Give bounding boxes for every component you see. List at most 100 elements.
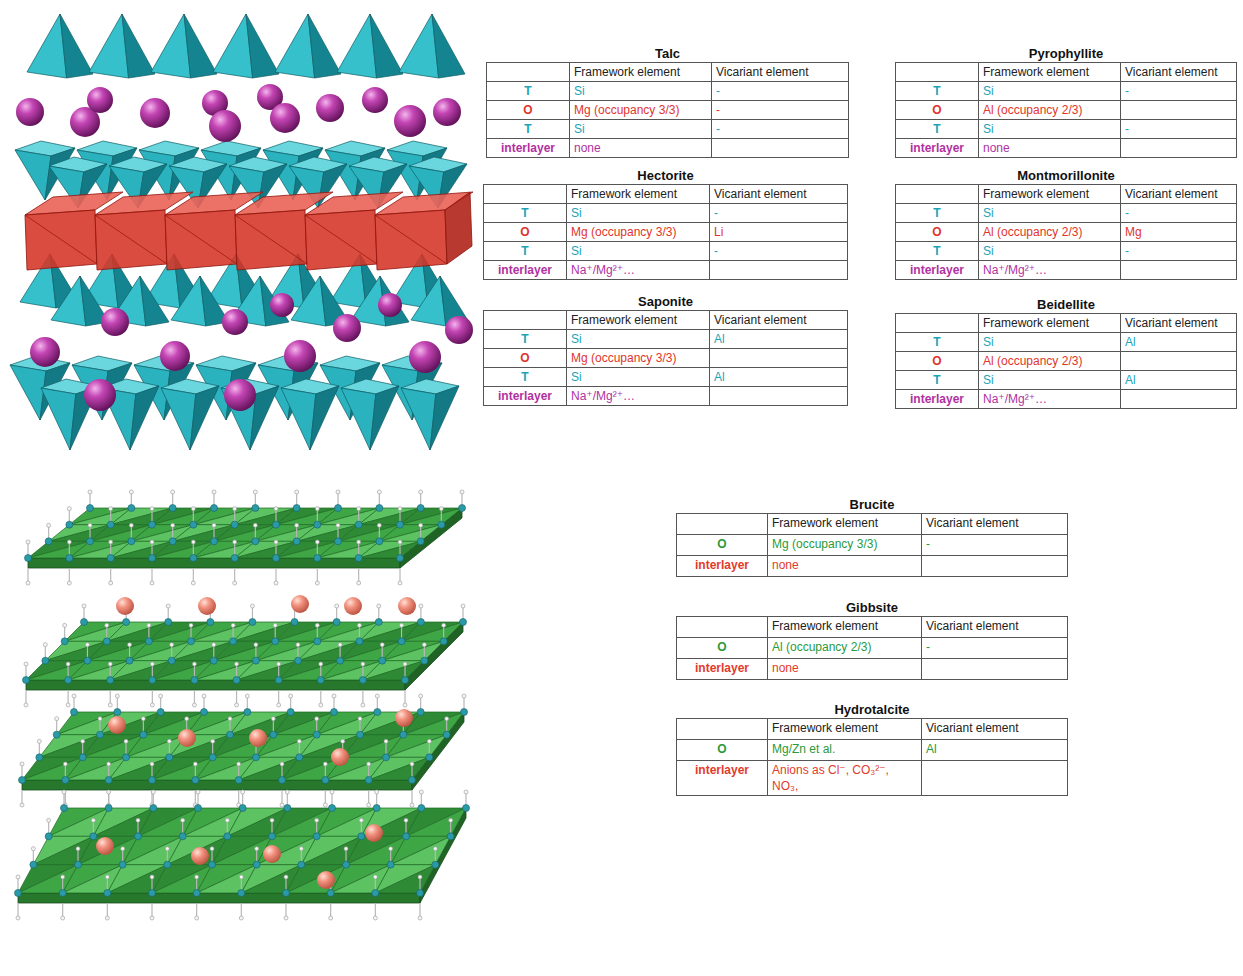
- oxygen-atom: [145, 638, 152, 645]
- hydrogen-atom: [419, 490, 423, 494]
- table-cell: T: [484, 330, 567, 349]
- hydroxyl-bond: [411, 790, 412, 804]
- mineral-table: BruciteFramework elementVicariant elemen…: [676, 497, 1068, 577]
- table-cell: -: [712, 120, 849, 139]
- hydroxyl-bond: [110, 568, 111, 582]
- oxygen-atom: [107, 521, 114, 528]
- interlayer-cation: [101, 308, 129, 336]
- octahedral-sheet-side: [26, 680, 405, 690]
- oxygen-atom: [313, 833, 320, 840]
- hydrogen-atom: [233, 581, 237, 585]
- table-cell: [487, 63, 570, 82]
- hydrogen-atom: [72, 694, 76, 698]
- interlayer-anion: [263, 845, 281, 863]
- table-cell: interlayer: [677, 761, 768, 796]
- oxygen-atom: [165, 619, 172, 626]
- hydroxyl-bond: [368, 790, 369, 804]
- table-cell: T: [484, 204, 567, 223]
- table-cell: [484, 185, 567, 204]
- hydrogen-atom: [289, 694, 293, 698]
- hydrogen-atom: [191, 507, 195, 511]
- hydroxyl-bond: [62, 903, 63, 917]
- mineral-table: HectoriteFramework elementVicariant elem…: [483, 168, 848, 280]
- table-cell: O: [896, 352, 979, 371]
- octahedron-edge: [95, 215, 167, 264]
- octahedron-face: [359, 541, 421, 558]
- oxygen-atom: [209, 754, 216, 761]
- table-grid: Framework elementVicariant elementTSiAlO…: [895, 313, 1237, 409]
- hydrogen-atom: [210, 847, 214, 851]
- hydrogen-atom: [445, 717, 449, 721]
- table-cell: Si: [570, 120, 712, 139]
- hydrogen-atom: [63, 623, 67, 627]
- oxygen-atom: [357, 731, 364, 738]
- hydroxyl-bond: [69, 568, 70, 582]
- table-cell: Framework element: [768, 617, 922, 638]
- oxygen-atom: [66, 555, 73, 562]
- hydrogen-atom: [315, 623, 319, 627]
- oxygen-atom: [45, 538, 52, 545]
- oxygen-atom: [211, 505, 218, 512]
- hydrogen-atom: [274, 540, 278, 544]
- hydrogen-atom: [389, 847, 393, 851]
- octahedron-face: [382, 641, 443, 660]
- oxygen-atom: [97, 731, 104, 738]
- hydrogen-atom: [193, 762, 197, 766]
- table-cell: interlayer: [677, 556, 768, 577]
- hydroxyl-bond: [317, 568, 318, 582]
- hydrogen-atom: [61, 875, 65, 879]
- table-cell: none: [768, 659, 922, 680]
- table-cell: [922, 659, 1068, 680]
- interlayer-cation: [140, 98, 170, 128]
- oxygen-atom: [201, 709, 208, 716]
- oxygen-atom: [417, 709, 424, 716]
- hydrogen-atom: [341, 739, 345, 743]
- oxygen-atom: [75, 861, 82, 868]
- oxygen-atom: [61, 805, 68, 812]
- oxygen-atom: [376, 538, 383, 545]
- oxygen-atom: [103, 638, 110, 645]
- oxygen-atom: [331, 709, 338, 716]
- tetrahedron: [308, 14, 341, 78]
- hydrogen-atom: [296, 643, 300, 647]
- hydrogen-atom: [419, 604, 423, 608]
- hydrogen-atom: [239, 875, 243, 879]
- oxygen-atom: [230, 638, 237, 645]
- hydrogen-atom: [427, 739, 431, 743]
- interlayer-anion: [249, 729, 267, 747]
- octahedron-edge: [235, 215, 307, 264]
- mineral-table: MontmorilloniteFramework elementVicarian…: [895, 168, 1237, 280]
- hydrogen-atom: [91, 818, 95, 822]
- octahedron-edge: [305, 215, 377, 264]
- oxygen-atom: [87, 538, 94, 545]
- hydrogen-atom: [150, 581, 154, 585]
- hydrogen-atom: [235, 662, 239, 666]
- hydrogen-atom: [442, 623, 446, 627]
- oxygen-atom: [166, 754, 173, 761]
- table-cell: [1121, 261, 1237, 280]
- hydroxyl-bond: [151, 903, 152, 917]
- table-cell: interlayer: [896, 261, 979, 280]
- hydrogen-atom: [212, 523, 216, 527]
- hydrogen-atom: [255, 847, 259, 851]
- table-cell: [1121, 352, 1237, 371]
- table-cell: Si: [979, 371, 1121, 390]
- table-title: Saponite: [483, 294, 848, 310]
- octahedron-face: [363, 661, 424, 680]
- table-cell: T: [487, 82, 570, 101]
- hydroxyl-bond: [194, 690, 195, 704]
- table-cell: Mg (occupancy 3/3): [768, 535, 922, 556]
- oxygen-atom: [233, 677, 240, 684]
- hydrogen-atom: [422, 643, 426, 647]
- table-cell: [922, 761, 1068, 796]
- octahedron-face: [379, 525, 441, 542]
- hydrogen-atom: [37, 739, 41, 743]
- table-cell: -: [712, 101, 849, 120]
- oxygen-atom: [190, 555, 197, 562]
- oxygen-atom: [417, 619, 424, 626]
- hydroxyl-bond: [68, 690, 69, 704]
- interlayer-anion: [96, 837, 114, 855]
- tetrahedron: [401, 388, 436, 450]
- hydrogen-atom: [185, 717, 189, 721]
- oxygen-atom: [81, 619, 88, 626]
